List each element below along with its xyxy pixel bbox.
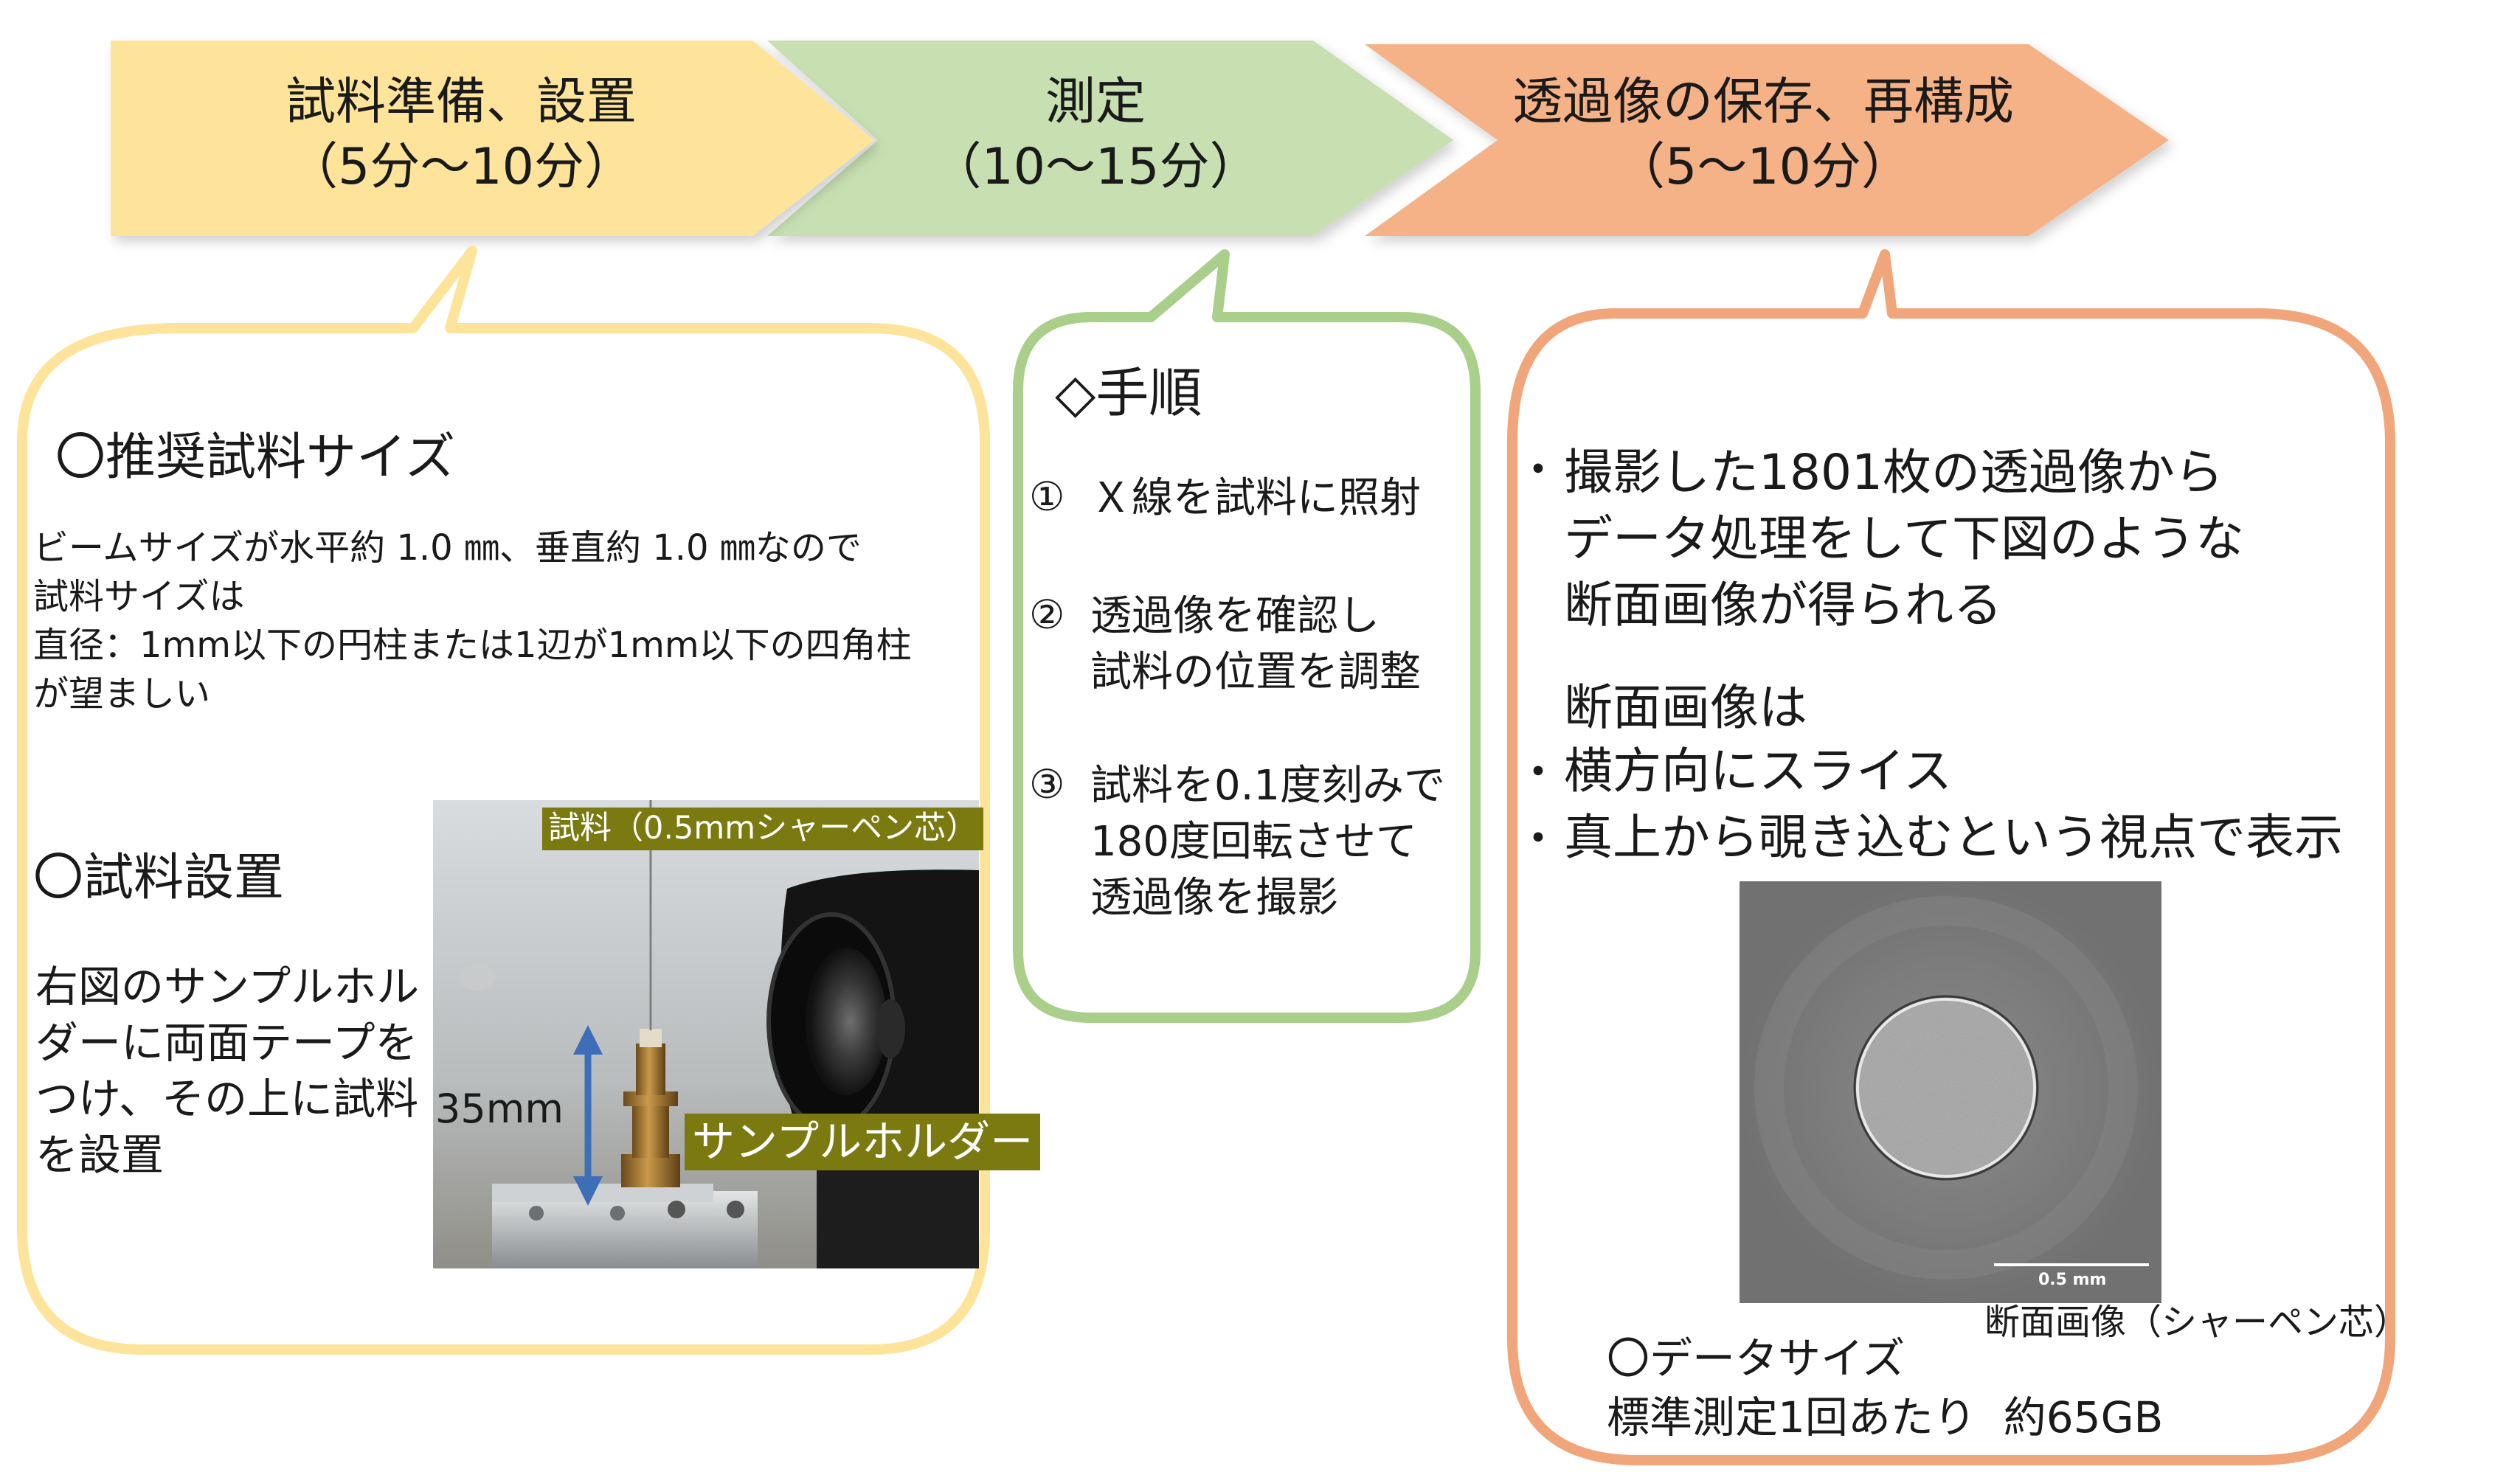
step-1-time: （5分～10分） xyxy=(288,138,634,197)
sample-setup-text: 右図のサンプルホル ダーに両面テープを つけ、その上に試料 を設置 xyxy=(35,959,419,1183)
procedure-num-3: ③ xyxy=(1029,761,1065,808)
recon-line-3: 断面画像が得られる xyxy=(1564,577,2002,633)
bullet-1: ・ xyxy=(1516,445,1560,496)
data-size-heading: 〇データサイズ xyxy=(1607,1333,1905,1384)
procedure-heading: ◇手順 xyxy=(1055,362,1202,424)
step-arrow-1 xyxy=(111,41,874,236)
step-2-text: 測定 （10～15分） xyxy=(878,70,1313,201)
sample-holder-illustration xyxy=(433,800,979,1268)
scale-bar-label: 0.5 mm xyxy=(2038,1271,2107,1289)
setup-line-1: 右図のサンプルホル xyxy=(35,962,420,1012)
step-arrow-3 xyxy=(1365,44,2169,236)
bullet-3: ・ xyxy=(1516,813,1560,865)
procedure-2-line-1: 透過像を確認し xyxy=(1090,592,1380,640)
procedure-num-1: ① xyxy=(1029,473,1065,520)
recon-description: 撮影した1801枚の透過像から データ処理をして下図のような 断面画像が得られる xyxy=(1564,440,2244,639)
procedure-1-line-1: Ｘ線を試料に照射 xyxy=(1090,474,1421,522)
step-3-title: 透過像の保存、再構成 xyxy=(1512,73,2014,131)
procedure-3-line-3: 透過像を撮影 xyxy=(1090,874,1338,922)
cross-section-caption: 断面画像（シャーペン芯） xyxy=(1984,1302,2410,1343)
recon-line-2: データ処理をして下図のような xyxy=(1564,510,2245,567)
cross-section-image: 0.5 mm xyxy=(1740,881,2161,1303)
cross-section-subheading: 断面画像は xyxy=(1564,679,1807,736)
step-arrow-2 xyxy=(767,41,1453,236)
procedure-3-line-2: 180度回転させて xyxy=(1090,818,1417,866)
procedure-item-1: Ｘ線を試料に照射 xyxy=(1090,471,1421,527)
recommended-size-heading: 〇推奨試料サイズ xyxy=(55,428,455,487)
size-line-4: が望ましい xyxy=(33,673,211,715)
step-3-time: （5～10分） xyxy=(1615,138,1911,197)
bullet-2: ・ xyxy=(1516,747,1560,799)
sample-label: 試料（0.5mmシャーペン芯） xyxy=(542,808,984,850)
sample-holder-photo xyxy=(433,800,979,1268)
recon-line-1: 撮影した1801枚の透過像から xyxy=(1564,444,2223,501)
cross-section-bullet-1: 横方向にスライス xyxy=(1564,743,1953,799)
dimension-label: 35mm xyxy=(435,1086,564,1132)
step-1-title: 試料準備、設置 xyxy=(285,73,637,131)
step-2-title: 測定 xyxy=(1045,73,1146,131)
procedure-3-line-1: 試料を0.1度刻みで xyxy=(1090,762,1446,810)
step-2-time: （10～15分） xyxy=(931,138,1260,197)
cross-section-bullet-2: 真上から覗き込むという視点で表示 xyxy=(1564,809,2343,866)
size-line-1: ビームサイズが水平約 1.0 ㎜、垂直約 1.0 ㎜なので xyxy=(33,527,862,569)
procedure-num-2: ② xyxy=(1029,591,1065,638)
procedure-2-line-2: 試料の位置を調整 xyxy=(1090,648,1421,696)
measure-callout-box xyxy=(1013,249,1481,1023)
setup-line-3: つけ、その上に試料 xyxy=(35,1074,419,1124)
recon-callout-box xyxy=(1507,249,2395,1465)
holder-label: サンプルホルダー xyxy=(685,1114,1041,1170)
size-line-3: 直径：1mm以下の円柱または1辺が1mm以下の四角柱 xyxy=(33,625,912,666)
setup-line-2: ダーに両面テープを xyxy=(35,1018,418,1068)
size-line-2: 試料サイズは xyxy=(33,576,245,617)
data-size-value: 標準測定1回あたり 約65GB xyxy=(1607,1392,2164,1443)
setup-line-4: を設置 xyxy=(35,1130,165,1180)
step-3-text: 透過像の保存、再構成 （5～10分） xyxy=(1498,70,2029,201)
step-1-text: 試料準備、設置 （5分～10分） xyxy=(155,70,767,201)
procedure-item-3: 試料を0.1度刻みで 180度回転させて 透過像を撮影 xyxy=(1090,758,1445,926)
sample-setup-heading: 〇試料設置 xyxy=(33,849,285,907)
recommended-size-text: ビームサイズが水平約 1.0 ㎜、垂直約 1.0 ㎜なので 試料サイズは 直径：… xyxy=(33,524,912,718)
procedure-item-2: 透過像を確認し 試料の位置を調整 xyxy=(1090,589,1421,701)
cross-section-illustration xyxy=(1740,881,2161,1303)
